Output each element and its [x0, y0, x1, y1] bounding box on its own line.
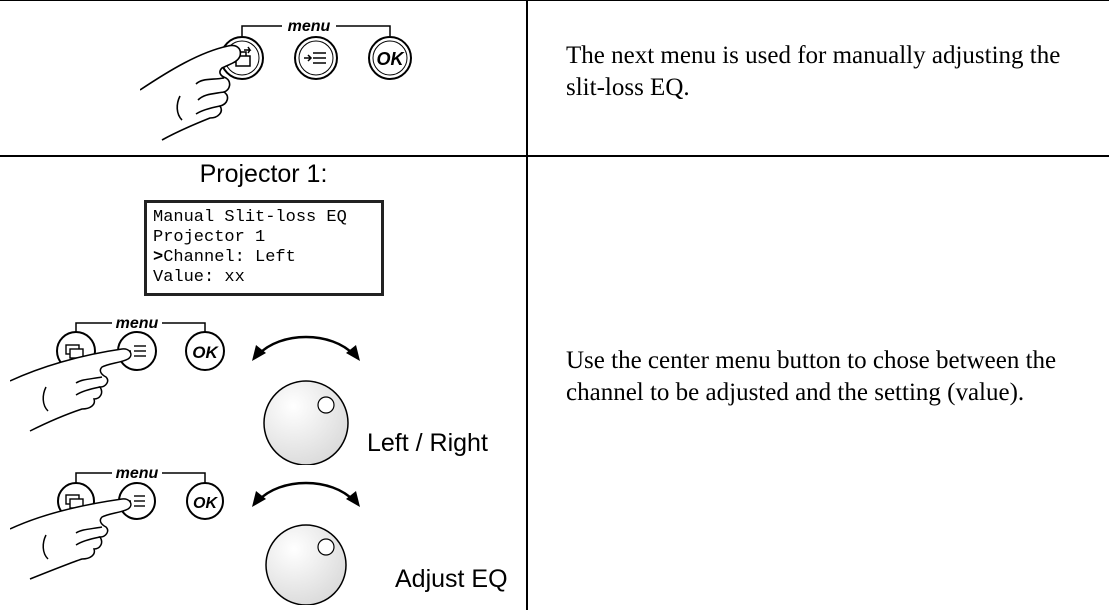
pointing-hand-icon: [10, 498, 132, 580]
column-divider: [526, 0, 528, 610]
ok-icon: OK: [377, 49, 406, 69]
ok-icon: OK: [192, 343, 219, 362]
lcd-line-4: Value: xx: [153, 268, 245, 287]
menu-label: menu: [116, 315, 159, 332]
lcd-line-2: Projector 1: [153, 228, 266, 247]
lcd-line-3: >Channel: Left: [153, 248, 375, 268]
knob-label-left-right: Left / Right: [367, 429, 488, 457]
menu-button[interactable]: [294, 36, 338, 80]
table-top-border: [0, 0, 1109, 1]
menu-bracket: [241, 25, 391, 36]
knob-label-adjust-eq: Adjust EQ: [395, 565, 508, 593]
row2-description: Use the center menu button to chose betw…: [566, 347, 1057, 406]
menu-label: menu: [288, 18, 331, 35]
row1-description: The next menu is used for manually adjus…: [566, 42, 1061, 101]
rotary-knob-icon[interactable]: [252, 481, 360, 605]
menu-label: menu: [116, 465, 159, 482]
row-divider: [0, 155, 1109, 157]
lcd-line-3-text: Channel: Left: [163, 248, 296, 267]
button-group-row1: menu OK: [140, 18, 412, 141]
projector-title: Projector 1:: [199, 160, 328, 188]
menu-list-icon: [304, 52, 326, 64]
ok-button[interactable]: OK: [186, 482, 224, 520]
ok-button[interactable]: OK: [368, 36, 412, 80]
rotary-knob-icon[interactable]: [252, 335, 360, 465]
control-group-1: menu OK: [10, 315, 360, 465]
pointing-hand-icon: [10, 348, 132, 432]
pointing-hand-icon: [140, 44, 242, 141]
ok-button[interactable]: OK: [185, 331, 225, 371]
ok-icon: OK: [193, 495, 218, 512]
lcd-display: Manual Slit-loss EQ Projector 1 >Channel…: [144, 200, 384, 296]
lcd-pointer: >: [153, 248, 164, 267]
control-group-2: menu OK: [10, 465, 360, 605]
lcd-line-1: Manual Slit-loss EQ: [153, 208, 347, 227]
